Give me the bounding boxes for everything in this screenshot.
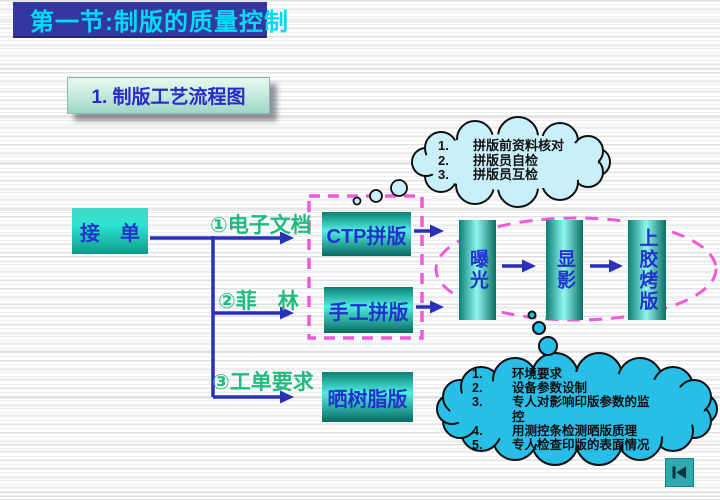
list-item-number: 3.: [438, 167, 449, 182]
flow-box-resin-plate: 晒树脂版: [322, 372, 413, 422]
list-item: 3. 专人对影响印版参数的监控: [472, 395, 658, 423]
skip-to-start-button[interactable]: [665, 458, 694, 487]
list-item-text: 专人检查印版的表面情况: [512, 438, 650, 453]
list-item-number: 5.: [472, 438, 483, 453]
bottom-cloud-bubble-trail: [527, 310, 558, 356]
stage-box-gum-baking: 上胶烤版: [628, 220, 666, 320]
flow-box-manual-imposition: 手工拼版: [324, 287, 413, 333]
stage-box-exposure: 曝光: [459, 220, 496, 320]
list-item-number: 3.: [472, 395, 483, 410]
list-item-number: 4.: [472, 423, 483, 438]
list-item-text: 设备参数设制: [512, 381, 588, 396]
skip-to-start-icon: [672, 466, 687, 479]
bottom-cloud-list: 1. 环境要求 2. 设备参数设制 3. 专人对影响印版参数的监控 4. 用测控…: [472, 367, 658, 452]
stage-box-developing: 显影: [546, 220, 583, 320]
top-cloud-shape: [411, 116, 611, 208]
dashed-group-rect: [307, 194, 424, 340]
title-bar: 第一节:制版的质量控制: [13, 2, 288, 38]
subtitle-text: 1. 制版工艺流程图: [91, 87, 246, 108]
list-item-number: 2.: [472, 381, 483, 396]
top-cloud-bubble-trail: [352, 179, 408, 206]
list-item: 2. 拼版员自检: [438, 152, 603, 169]
top-cloud-list: 1. 拼版前资料核对 2. 拼版员自检 3. 拼版员互检: [438, 138, 603, 183]
list-item: 1. 环境要求: [472, 367, 658, 381]
branch-label-electronic-file: ①电子文档: [210, 214, 312, 237]
list-item-number: 2.: [438, 152, 449, 168]
list-item: 2. 设备参数设制: [472, 381, 658, 395]
list-item: 4. 用测控条检测晒版质理: [472, 424, 658, 438]
list-item-text: 环境要求: [512, 367, 563, 381]
list-item-text: 专人对影响印版参数的监控: [512, 395, 650, 424]
list-item: 1. 拼版前资料核对: [438, 138, 603, 154]
list-item-text: 拼版前资料核对: [473, 138, 565, 153]
list-item-text: 拼版员互检: [473, 167, 539, 182]
subtitle-box: 1. 制版工艺流程图: [67, 77, 270, 114]
list-item: 3. 拼版员互检: [438, 167, 603, 183]
list-item: 5. 专人检查印版的表面情况: [472, 438, 658, 452]
flow-box-receive-order: 接 单: [72, 208, 148, 254]
list-item-number: 1.: [438, 138, 449, 153]
branch-label-work-order: ③工单要求: [212, 371, 314, 394]
flow-box-ctp-imposition: CTP拼版: [322, 212, 411, 256]
dashed-group-ellipse: [434, 216, 718, 322]
page-title: 第一节:制版的质量控制: [30, 8, 289, 36]
branch-label-film: ②菲 林: [218, 290, 299, 313]
flow-arrows: [150, 224, 623, 404]
list-item-number: 1.: [472, 367, 483, 381]
bottom-cloud-shape: [436, 352, 718, 466]
list-item-text: 拼版员自检: [473, 152, 539, 168]
list-item-text: 用测控条检测晒版质理: [512, 423, 638, 438]
